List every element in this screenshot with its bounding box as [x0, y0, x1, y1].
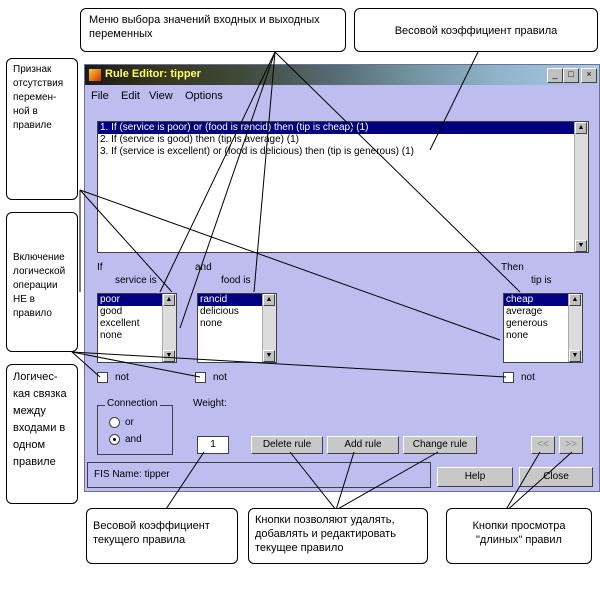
food-not-checkbox[interactable] — [195, 372, 206, 383]
and-radio-label: and — [125, 434, 142, 445]
list-item[interactable]: none — [506, 330, 529, 341]
change-rule-button[interactable]: Change rule — [403, 436, 477, 454]
scroll-down-icon[interactable]: ▼ — [163, 350, 175, 362]
rules-list[interactable]: 1. If (service is poor) or (food is ranc… — [97, 121, 589, 253]
callout-missing-variable: Признак отсутствия перемен-ной в правиле — [6, 58, 78, 200]
callout-connective: Логичес-кая связка между входами в одном… — [6, 364, 78, 504]
scroll-up-icon[interactable]: ▲ — [163, 294, 175, 306]
callout-rule-weight: Весовой коэффициент правила — [354, 8, 598, 52]
callout-not-operation: Включение логической операции НЕ в прави… — [6, 212, 78, 352]
rule-item[interactable]: 2. If (service is good) then (tip is ave… — [100, 134, 299, 145]
minimize-button[interactable]: _ — [547, 68, 563, 83]
menu-view[interactable]: View — [149, 90, 173, 102]
tip-scrollbar[interactable]: ▲ ▼ — [568, 294, 582, 362]
not-label: not — [521, 372, 535, 383]
menu-file[interactable]: File — [91, 90, 109, 102]
rules-scrollbar[interactable]: ▲ ▼ — [574, 122, 588, 252]
not-label: not — [213, 372, 227, 383]
list-item[interactable]: rancid — [198, 294, 276, 306]
callout-long-rules: Кнопки просмотра "длиных" правил — [446, 508, 592, 564]
add-rule-button[interactable]: Add rule — [327, 436, 399, 454]
weight-label: Weight: — [193, 398, 227, 409]
tip-list[interactable]: cheap average generous none ▲ ▼ — [503, 293, 583, 363]
connection-title: Connection — [105, 398, 160, 409]
callout-edit-buttons: Кнопки позволяют удалять, добавлять и ре… — [248, 508, 428, 564]
list-item[interactable]: average — [506, 306, 543, 317]
food-scrollbar[interactable]: ▲ ▼ — [262, 294, 276, 362]
service-label: service is — [115, 275, 157, 286]
scroll-down-icon[interactable]: ▼ — [575, 240, 587, 252]
list-item[interactable]: good — [100, 306, 123, 317]
tip-not-checkbox[interactable] — [503, 372, 514, 383]
and-label: and — [195, 262, 212, 273]
list-item[interactable]: none — [100, 330, 123, 341]
prev-rule-button[interactable]: << — [531, 436, 555, 454]
status-bar: FIS Name: tipper — [87, 462, 431, 488]
list-item[interactable]: excellent — [100, 318, 140, 329]
close-button[interactable]: Close — [519, 467, 593, 487]
close-window-button[interactable]: × — [581, 68, 597, 83]
scroll-down-icon[interactable]: ▼ — [263, 350, 275, 362]
then-label: Then — [501, 262, 524, 273]
service-list[interactable]: poor good excellent none ▲ ▼ — [97, 293, 177, 363]
menu-edit[interactable]: Edit — [121, 90, 140, 102]
service-not-checkbox[interactable] — [97, 372, 108, 383]
tip-label: tip is — [531, 275, 552, 286]
weight-input[interactable]: 1 — [197, 436, 229, 454]
rule-item[interactable]: 1. If (service is poor) or (food is ranc… — [98, 122, 588, 134]
food-label: food is — [221, 275, 251, 286]
scroll-up-icon[interactable]: ▲ — [263, 294, 275, 306]
radio-selected-icon — [113, 438, 116, 441]
menu-bar: File Edit View Options — [85, 87, 599, 105]
list-item[interactable]: cheap — [504, 294, 582, 306]
scroll-up-icon[interactable]: ▲ — [569, 294, 581, 306]
list-item[interactable]: delicious — [200, 306, 239, 317]
rule-editor-window: Rule Editor: tipper _ □ × File Edit View… — [84, 64, 600, 492]
scroll-up-icon[interactable]: ▲ — [575, 122, 587, 134]
menu-options[interactable]: Options — [185, 90, 223, 102]
callout-current-weight: Весовой коэффициент текущего правила — [86, 508, 238, 564]
if-label: If — [97, 262, 103, 273]
service-scrollbar[interactable]: ▲ ▼ — [162, 294, 176, 362]
and-radio[interactable] — [109, 434, 120, 445]
window-title: Rule Editor: tipper — [105, 68, 201, 80]
matlab-logo-icon — [89, 69, 101, 81]
list-item[interactable]: poor — [98, 294, 176, 306]
scroll-down-icon[interactable]: ▼ — [569, 350, 581, 362]
list-item[interactable]: generous — [506, 318, 548, 329]
food-list[interactable]: rancid delicious none ▲ ▼ — [197, 293, 277, 363]
or-label: or — [125, 417, 134, 428]
delete-rule-button[interactable]: Delete rule — [251, 436, 323, 454]
or-radio[interactable] — [109, 417, 120, 428]
list-item[interactable]: none — [200, 318, 223, 329]
title-bar: Rule Editor: tipper _ □ × — [85, 65, 599, 85]
not-label: not — [115, 372, 129, 383]
callout-menu-select: Меню выбора значений входных и выходных … — [80, 8, 346, 52]
rule-item[interactable]: 3. If (service is excellent) or (food is… — [100, 146, 415, 157]
maximize-button[interactable]: □ — [563, 68, 579, 83]
help-button[interactable]: Help — [437, 467, 513, 487]
